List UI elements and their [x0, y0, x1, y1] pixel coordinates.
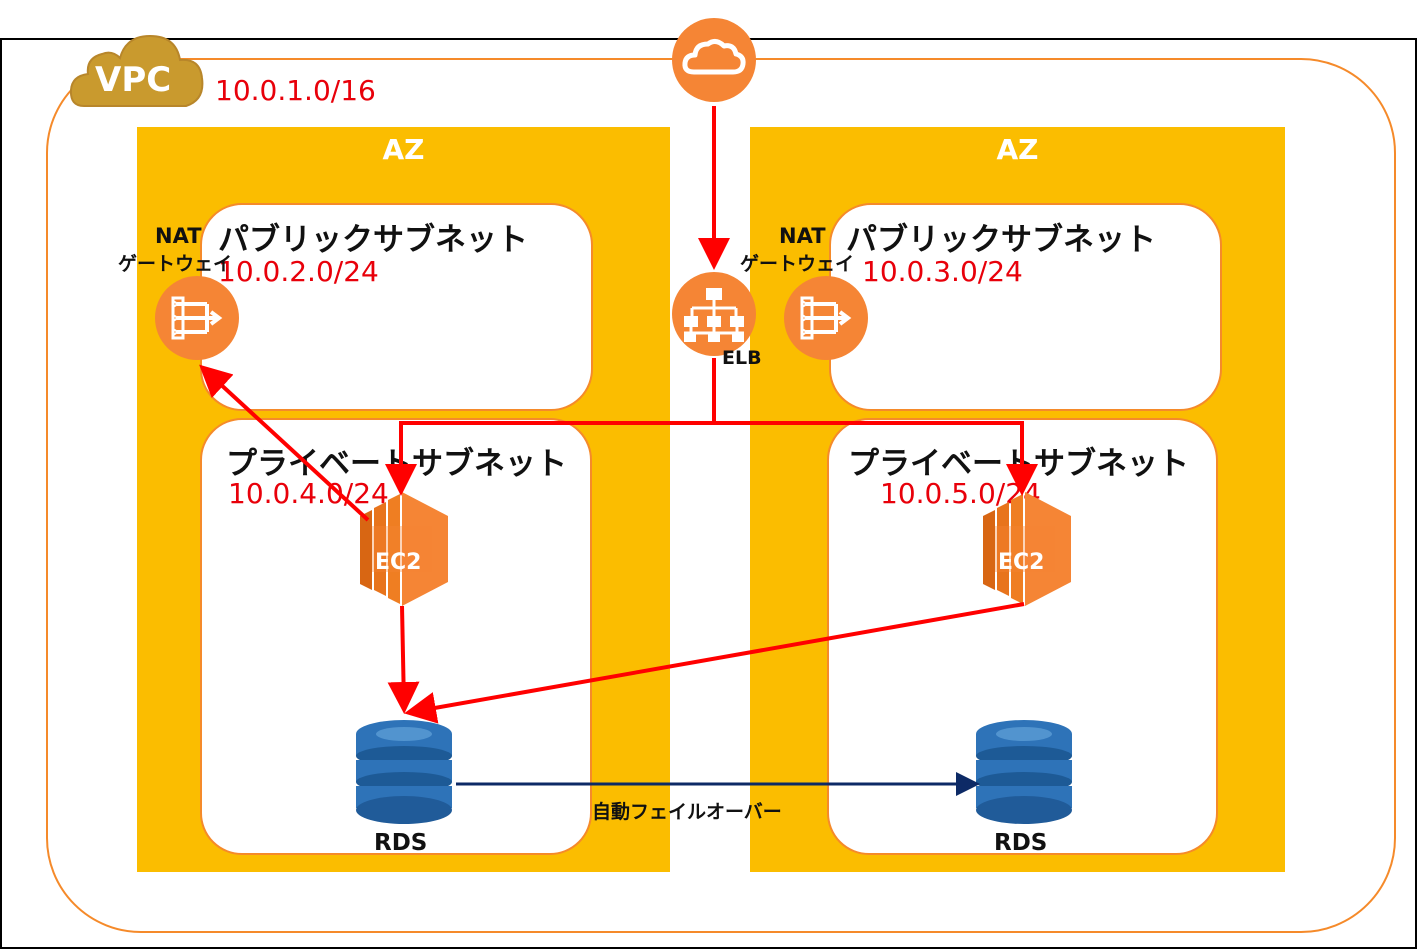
nat-left-sublabel: ゲートウェイ: [118, 253, 233, 275]
ec2-icon: [360, 492, 448, 606]
public-subnet-left-title: パブリックサブネット: [218, 222, 528, 258]
nat-left-label: NAT: [155, 224, 202, 248]
az-left-title: AZ: [382, 133, 425, 166]
elb-icon: [672, 272, 756, 356]
public-subnet-right-cidr: 10.0.3.0/24: [862, 255, 1023, 288]
rds-icon: [356, 720, 452, 824]
rds-left-label: RDS: [374, 830, 428, 856]
vpc-cloud-icon: [69, 34, 204, 107]
private-subnet-left-cidr: 10.0.4.0/24: [228, 477, 389, 510]
nat-right-sublabel: ゲートウェイ: [740, 253, 855, 275]
public-subnet-left-cidr: 10.0.2.0/24: [218, 255, 379, 288]
nat-gateway-icon: [784, 276, 868, 360]
internet-gateway-cloud-icon: [672, 18, 756, 102]
elb-label: ELB: [722, 347, 762, 369]
rds-right-label: RDS: [994, 830, 1048, 856]
az-right-title: AZ: [996, 133, 1039, 166]
ec2-left-label: EC2: [375, 550, 422, 575]
nat-gateway-icon: [155, 276, 239, 360]
public-subnet-right: [829, 203, 1222, 411]
vpc-label: VPC: [95, 60, 172, 100]
public-subnet-left: [200, 203, 593, 411]
vpc-cidr: 10.0.1.0/16: [215, 74, 376, 107]
arrow-elb-to-ec2-left: [385, 358, 716, 496]
failover-label: 自動フェイルオーバー: [592, 801, 782, 823]
nat-right-label: NAT: [779, 224, 826, 248]
public-subnet-right-title: パブリックサブネット: [846, 222, 1156, 258]
ec2-right-label: EC2: [998, 550, 1045, 575]
arrow-ec2-right-to-rds-left: [404, 602, 1025, 724]
arrow-ec2-to-rds-left: [387, 605, 420, 714]
ec2-icon: [983, 492, 1071, 606]
arrow-ec2-to-nat-left: [199, 364, 370, 522]
arrow-elb-to-ec2-right: [714, 421, 1038, 496]
rds-icon: [976, 720, 1072, 824]
